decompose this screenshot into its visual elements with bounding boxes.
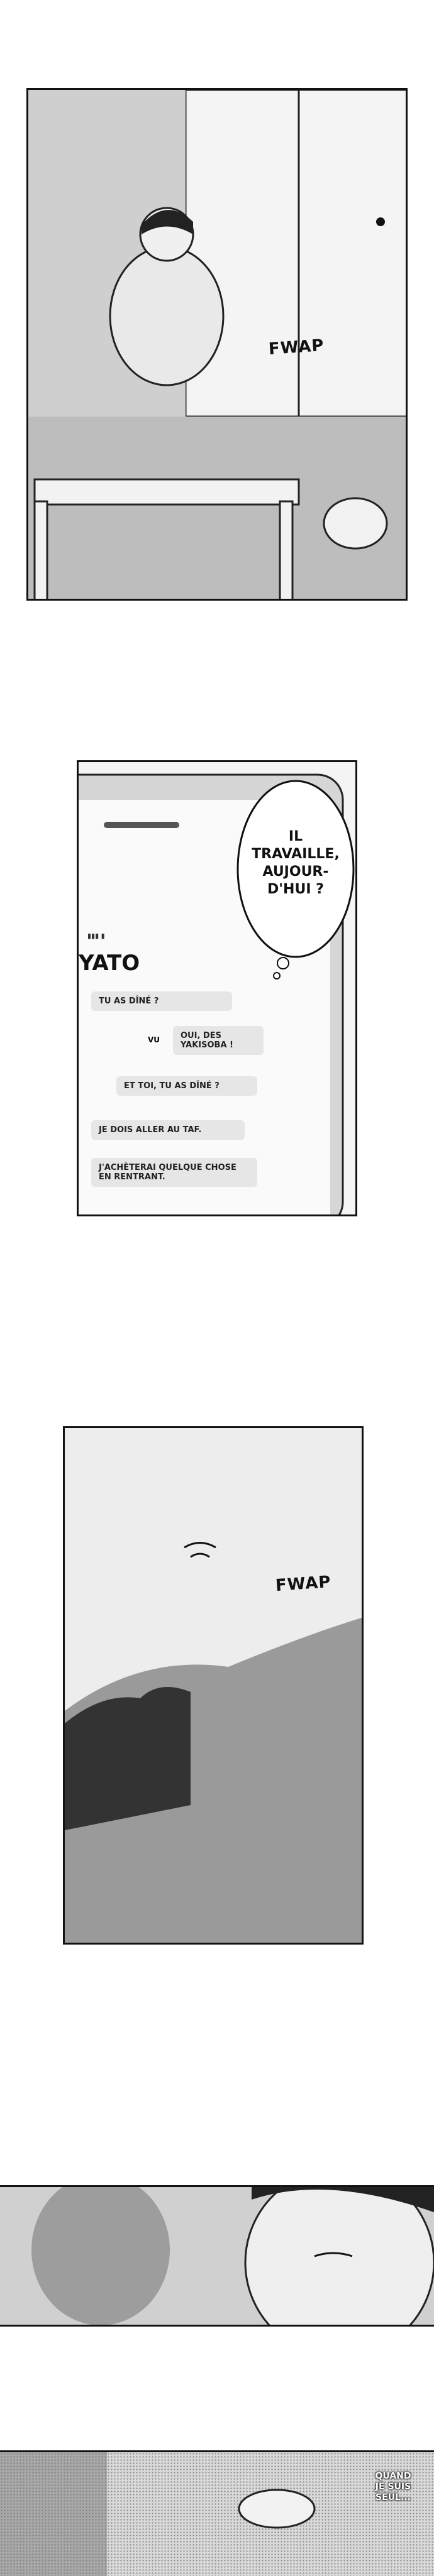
panel-4 [0, 2185, 434, 2327]
sound-effect: FWAP [268, 336, 325, 359]
panel-1: FWAP [26, 88, 408, 601]
caption-line: QUAND [375, 2471, 411, 2481]
panel-3: FWAP [63, 1426, 364, 1945]
thought-bubble [236, 780, 355, 980]
chat-message: J'ACHÈTERAI QUELQUE CHOSE EN RENTRANT. [91, 1158, 257, 1187]
read-mark: VU [148, 1035, 160, 1044]
panel-3-art [65, 1428, 362, 1943]
panel-1-art [28, 90, 406, 599]
status-indicator: ▮▮▮ ▮ [87, 932, 105, 940]
chat-message: ET TOI, TU AS DÎNÉ ? [116, 1076, 257, 1096]
panel-5-art [0, 2452, 316, 2576]
caption-line: JE SUIS [375, 2482, 411, 2492]
thought-line: AUJOUR- [262, 864, 329, 880]
thought-line: D'HUI ? [267, 881, 324, 897]
thought-line: TRAVAILLE, [252, 846, 340, 862]
thought-line: IL [288, 829, 303, 844]
chat-message: JE DOIS ALLER AU TAF. [91, 1120, 245, 1140]
panel-4-art [0, 2187, 434, 2325]
sound-effect: FWAP [275, 1572, 332, 1596]
chat-message: TU AS DÎNÉ ? [91, 991, 232, 1011]
panel-5: QUAND JE SUIS SEUL... [0, 2450, 434, 2576]
narration-caption: QUAND JE SUIS SEUL... [365, 2471, 421, 2503]
chat-message: OUI, DES YAKISOBA ! [173, 1026, 264, 1055]
panel-2: ▮▮▮ ▮ YATO TU AS DÎNÉ ? VU OUI, DES YAKI… [77, 760, 357, 1216]
contact-name: YATO [79, 951, 140, 976]
thought-text: IL TRAVAILLE, AUJOUR- D'HUI ? [239, 828, 352, 898]
caption-line: SEUL... [376, 2492, 411, 2502]
